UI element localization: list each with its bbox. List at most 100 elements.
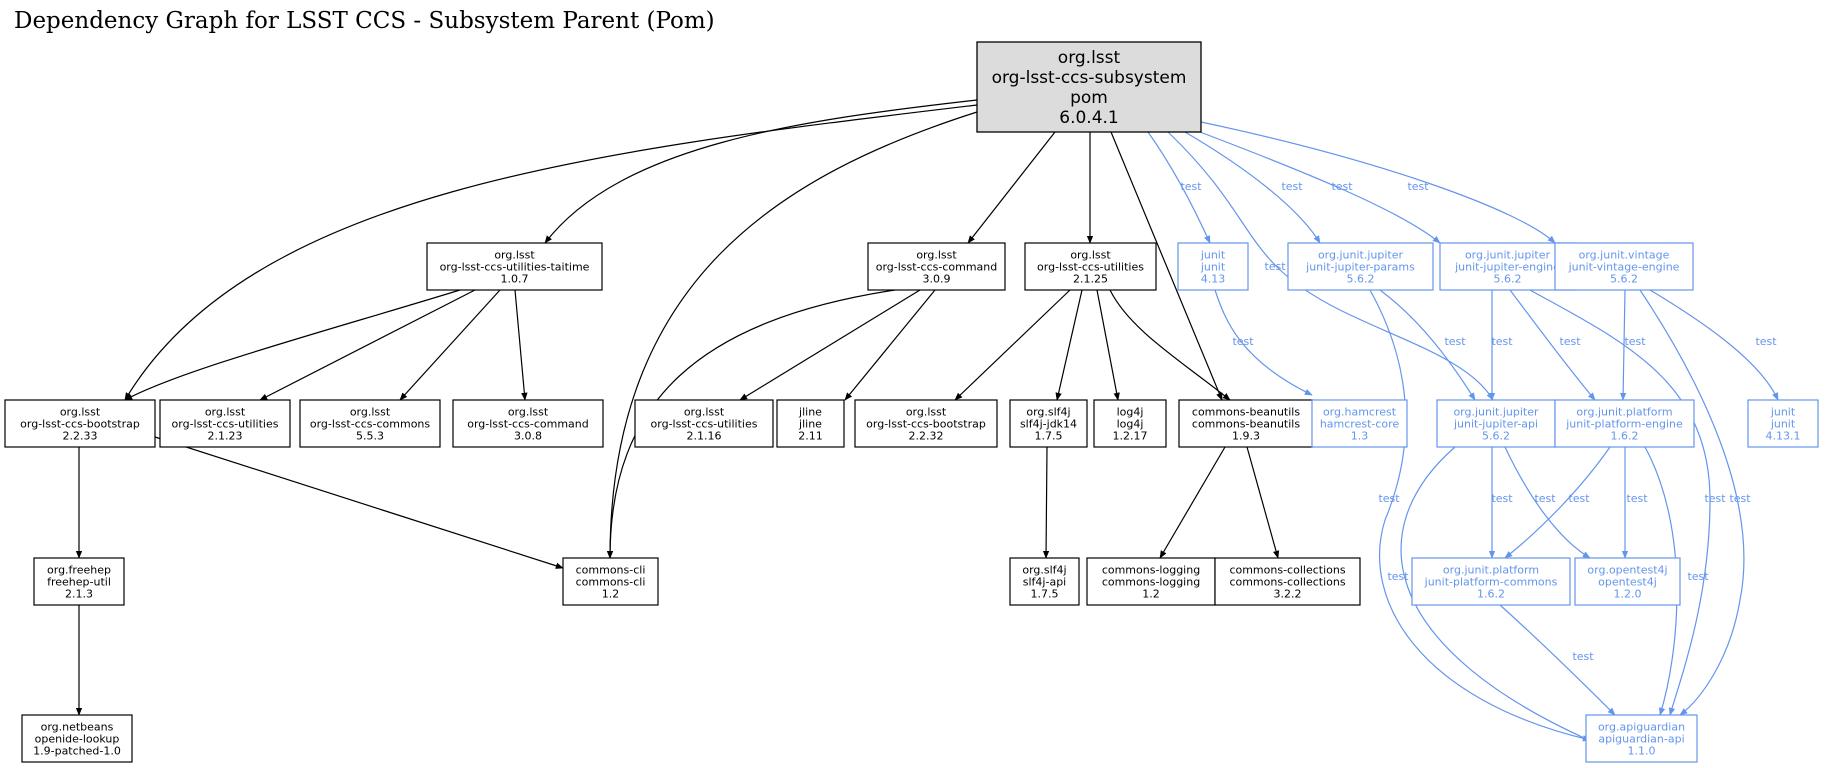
node-label-line: slf4j-jdk14 (1020, 418, 1077, 431)
edge-line (1184, 131, 1321, 244)
edge-line (399, 289, 501, 401)
edge-root-to-jupiterengine: test (1199, 131, 1441, 244)
node-platformengine[interactable]: org.junit.platformjunit-platform-engine1… (1554, 399, 1695, 448)
node-label-line: org.lsst (350, 406, 391, 419)
node-box (1436, 399, 1556, 448)
node-box (299, 399, 441, 448)
node-jupiterengine[interactable]: org.junit.jupiterjunit-jupiter-engine5.6… (1439, 242, 1576, 291)
node-box (4, 399, 156, 448)
edge-line (1529, 289, 1711, 716)
node-label-line: commons-logging (1102, 576, 1200, 589)
node-label-line: 4.13.1 (1766, 430, 1801, 443)
edge-line (844, 289, 936, 401)
edge-jupiterapi-to-platformcommons: test (1488, 447, 1513, 559)
node-label-line: org.slf4j (1026, 406, 1070, 419)
edge-vintageengine-to-apiguardian: test (1639, 289, 1751, 716)
node-label-line: org.junit.jupiter (1318, 249, 1404, 262)
edge-utilities2125-to-slf4jjdk14 (1055, 289, 1083, 401)
node-label-line: 1.0.7 (501, 273, 529, 286)
edge-line (606, 111, 978, 559)
node-label-line: 4.13 (1201, 273, 1226, 286)
node-label-line: 1.2.17 (1113, 430, 1148, 443)
node-label-line: org-lsst-ccs-command (876, 261, 998, 274)
node-box (776, 399, 845, 448)
node-label-line: 2.1.16 (687, 430, 722, 443)
edge-jupiterengine-to-apiguardian: test (1529, 289, 1726, 716)
edge-command309-to-utilities2116 (739, 289, 921, 401)
node-label-line: 5.6.2 (1494, 273, 1522, 286)
node-box (1585, 714, 1698, 763)
node-label-line: org-lsst-ccs-utilities (172, 418, 279, 431)
node-label-line: slf4j-api (1023, 576, 1066, 589)
node-vintageengine[interactable]: org.junit.vintagejunit-vintage-engine5.6… (1554, 242, 1694, 291)
edge-line (1649, 289, 1779, 401)
node-platformcommons[interactable]: org.junit.platformjunit-platform-commons… (1411, 557, 1571, 606)
node-label-line: org.lsst (494, 249, 535, 262)
node-collections[interactable]: commons-collectionscommons-collections3.… (1214, 557, 1361, 606)
node-box (1554, 242, 1694, 291)
node-label-line: org.opentest4j (1587, 564, 1667, 577)
node-box (21, 714, 133, 763)
node-box (159, 399, 291, 448)
node-label-line: 2.2.32 (909, 430, 944, 443)
edge-label: test (1704, 492, 1726, 505)
node-label-line: commons-logging (1102, 564, 1200, 577)
node-jupiterparams[interactable]: org.junit.jupiterjunit-jupiter-params5.6… (1287, 242, 1434, 291)
node-label-line: 3.2.2 (1274, 588, 1302, 601)
edge-line (967, 131, 1056, 244)
edge-beanutils-to-collections (1246, 446, 1280, 559)
node-box (1311, 399, 1408, 448)
node-taitime[interactable]: org.lsstorg-lsst-ccs-utilities-taitime1.… (426, 242, 603, 291)
edge-label: test (1331, 180, 1353, 193)
edge-taitime-to-command308 (514, 289, 528, 401)
edge-line (1509, 289, 1596, 401)
node-label-line: org-lsst-ccs-utilities-taitime (440, 261, 590, 274)
edge-label: test (1491, 492, 1513, 505)
edge-root-to-jupiterapi: test (1167, 131, 1494, 401)
node-label-line: org.hamcrest (1323, 406, 1397, 419)
edge-line (1167, 131, 1494, 401)
node-openide[interactable]: org.netbeansopenide-lookup1.9-patched-1.… (21, 714, 133, 763)
edge-vintageengine-to-junit4131: test (1649, 289, 1779, 401)
node-box (1214, 557, 1361, 606)
edge-slf4jjdk14-to-slf4japi (1042, 446, 1050, 559)
edge-command309-to-jline (844, 289, 936, 401)
edge-vintageengine-to-platformengine: test (1619, 289, 1646, 401)
edge-jupiterengine-to-platformengine: test (1509, 289, 1596, 401)
node-label-line: org.lsst (916, 249, 957, 262)
node-label-line: org.lsst (1058, 48, 1121, 68)
node-label-line: 1.9-patched-1.0 (33, 745, 121, 758)
node-box (1574, 557, 1681, 606)
edge-line (1110, 131, 1223, 401)
nodes-layer: org.lsstorg-lsst-ccs-subsystempom6.0.4.1… (4, 41, 1819, 763)
node-label-line: hamcrest-core (1320, 418, 1400, 431)
node-label-line: commons-cli (576, 564, 646, 577)
graph-title: Dependency Graph for LSST CCS - Subsyste… (14, 8, 715, 34)
node-label-line: freehep-util (47, 576, 111, 589)
edge-jupiterapi-to-apiguardian: test (1387, 446, 1601, 746)
node-label-line: org.lsst (205, 406, 246, 419)
